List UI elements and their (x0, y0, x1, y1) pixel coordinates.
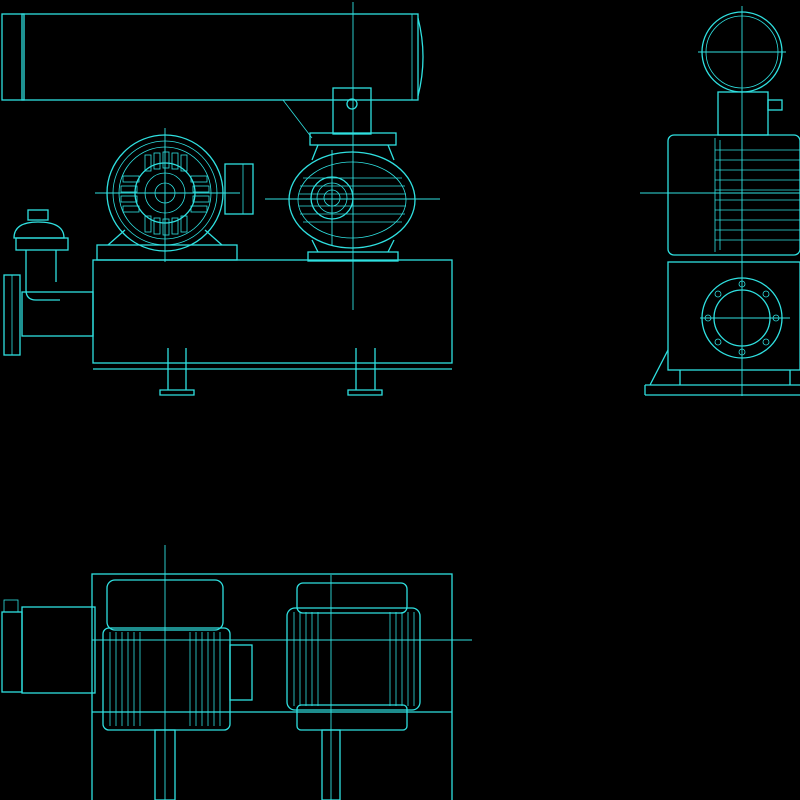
blower-top (286, 575, 421, 800)
outlet-pipe (282, 87, 372, 139)
base-frame (92, 259, 453, 396)
motor-top (102, 545, 253, 800)
silencer-pipe (1, 13, 424, 101)
motor (95, 128, 254, 262)
inlet-filter (3, 209, 94, 356)
silencer-pipe-top (1, 599, 96, 694)
top-view (1, 545, 472, 800)
side-view (640, 6, 800, 396)
blower (265, 132, 440, 262)
front-view (1, 2, 453, 396)
